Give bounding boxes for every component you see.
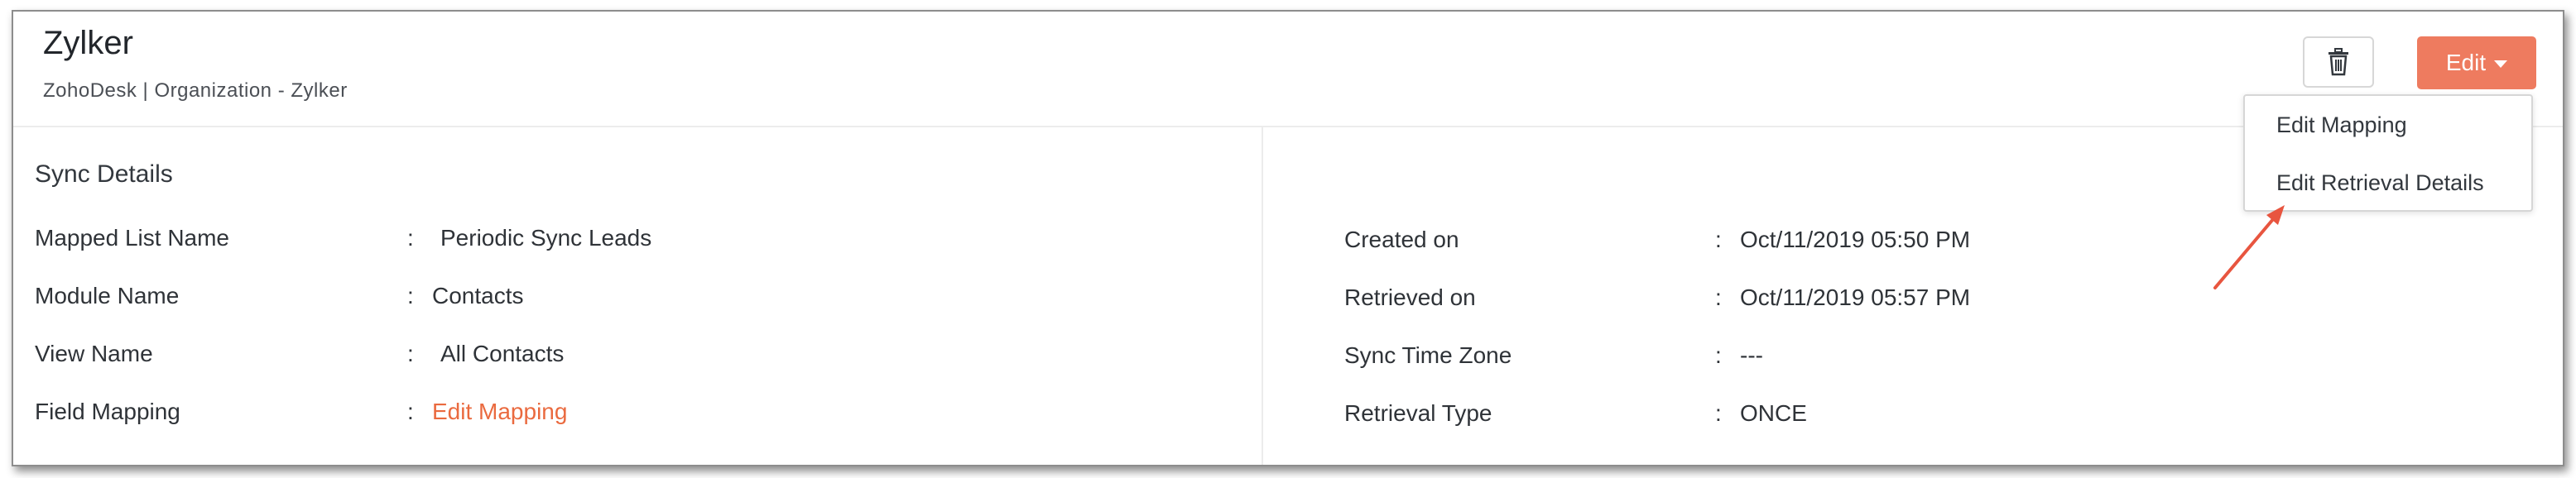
colon-separator: : xyxy=(1715,227,1722,252)
caret-down-icon xyxy=(2494,60,2508,68)
menu-item-edit-mapping[interactable]: Edit Mapping xyxy=(2276,112,2407,137)
label-retrieved-on: Retrieved on xyxy=(1344,284,1476,310)
edit-dropdown-menu: Edit Mapping Edit Retrieval Details xyxy=(2243,94,2533,212)
label-field-mapping: Field Mapping xyxy=(35,399,180,424)
value-module-name: Contacts xyxy=(432,283,524,308)
label-module-name: Module Name xyxy=(35,283,180,308)
colon-separator: : xyxy=(1715,284,1722,310)
label-retrieval-type: Retrieval Type xyxy=(1344,400,1492,426)
value-created-on: Oct/11/2019 05:50 PM xyxy=(1740,227,1971,252)
label-mapped-list-name: Mapped List Name xyxy=(35,225,230,251)
label-sync-time-zone: Sync Time Zone xyxy=(1344,342,1512,368)
section-title-sync-details: Sync Details xyxy=(35,160,173,188)
colon-separator: : xyxy=(1715,342,1722,368)
breadcrumb: ZohoDesk | Organization - Zylker xyxy=(43,79,348,102)
value-sync-time-zone: --- xyxy=(1740,342,1763,368)
edit-mapping-link[interactable]: Edit Mapping xyxy=(432,399,568,424)
page-title: Zylker xyxy=(43,25,133,61)
value-view-name: All Contacts xyxy=(440,341,565,366)
value-retrieved-on: Oct/11/2019 05:57 PM xyxy=(1740,284,1971,310)
label-created-on: Created on xyxy=(1344,227,1459,252)
colon-separator: : xyxy=(407,399,414,424)
trash-icon xyxy=(2328,48,2348,76)
column-divider xyxy=(1262,127,1263,465)
edit-dropdown-button[interactable]: Edit xyxy=(2417,36,2536,89)
value-retrieval-type: ONCE xyxy=(1740,400,1807,426)
colon-separator: : xyxy=(407,283,414,308)
page-header: Zylker ZohoDesk | Organization - Zylker … xyxy=(13,12,2563,127)
edit-button-label: Edit xyxy=(2445,50,2487,75)
colon-separator: : xyxy=(407,341,414,366)
label-view-name: View Name xyxy=(35,341,153,366)
delete-button[interactable] xyxy=(2303,36,2374,88)
menu-item-edit-retrieval-details[interactable]: Edit Retrieval Details xyxy=(2276,170,2484,195)
colon-separator: : xyxy=(1715,400,1722,426)
value-mapped-list-name: Periodic Sync Leads xyxy=(440,225,652,251)
colon-separator: : xyxy=(407,225,414,251)
organization-details-panel: Zylker ZohoDesk | Organization - Zylker … xyxy=(12,10,2564,466)
